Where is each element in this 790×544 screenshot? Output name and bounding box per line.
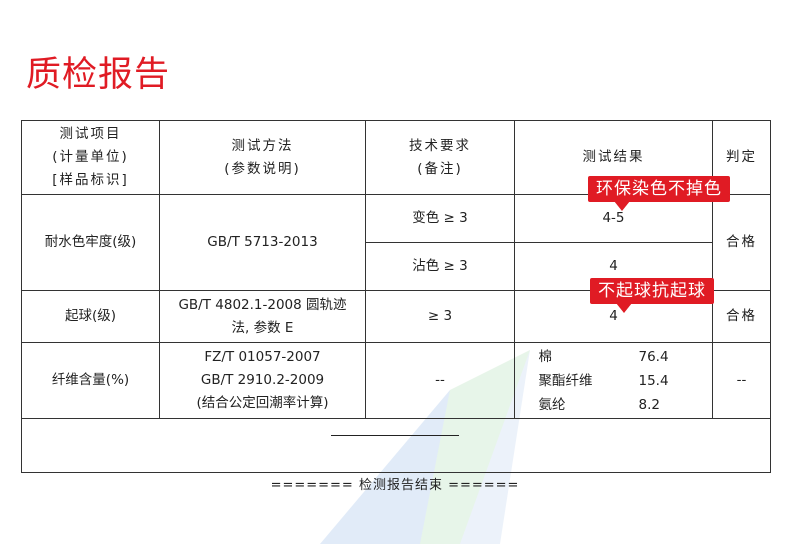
fiber-method-line: FZ/T 01057-2007 [204, 349, 321, 365]
fiber-value: 76.4 [638, 348, 669, 365]
fiber-requirement: -- [365, 342, 515, 419]
quality-report-table: 测试项目 (计量单位) [样品标识] 测试方法 (参数说明) 技术要求 (备注)… [21, 120, 771, 473]
pilling-item: 起球(级) [21, 290, 160, 343]
header-requirement: 技术要求 (备注) [365, 120, 515, 195]
fiber-name: 聚酯纤维 [538, 372, 593, 389]
pilling-method-line: GB/T 4802.1-2008 圆轨迹 [178, 296, 347, 313]
colorfastness-judgement: 合格 [712, 194, 771, 291]
colorfastness-discoloration-requirement: 变色 ≥ 3 [365, 194, 515, 243]
colorfastness-item: 耐水色牢度(级) [21, 194, 160, 291]
fiber-results-list: 棉 76.4 聚酯纤维 15.4 氨纶 8.2 [539, 345, 689, 417]
fiber-judgement: -- [712, 342, 771, 419]
signature-row [21, 418, 771, 473]
fiber-method-line: GB/T 2910.2-2009 [200, 372, 325, 388]
header-item-line: [样品标识] [52, 172, 129, 188]
report-end-footer: ======= 检测报告结束 ====== [270, 478, 520, 493]
colorfastness-method: GB/T 5713-2013 [159, 194, 366, 291]
header-item-line: (计量单位) [52, 149, 129, 165]
table-row: 纤维含量(%) FZ/T 01057-2007 GB/T 2910.2-2009… [21, 342, 771, 419]
list-item: 氨纶 8.2 [539, 393, 689, 417]
page-title: 质检报告 [26, 55, 171, 95]
header-requirement-line: (备注) [417, 160, 463, 177]
fiber-item: 纤维含量(%) [21, 342, 160, 419]
pilling-method-line: 法, 参数 E [231, 319, 294, 336]
fiber-value: 8.2 [638, 396, 660, 413]
header-method-line: 测试方法 [231, 137, 294, 154]
fiber-method: FZ/T 01057-2007 GB/T 2910.2-2009 (结合公定回潮… [159, 342, 366, 419]
fiber-name: 氨纶 [538, 396, 566, 413]
fiber-name: 棉 [538, 348, 553, 365]
fiber-value: 15.4 [638, 372, 669, 389]
header-item-line: 测试项目 [59, 126, 122, 142]
signature-cell [21, 418, 771, 473]
list-item: 棉 76.4 [539, 345, 689, 369]
header-method-line: (参数说明) [224, 160, 301, 177]
fiber-results: 棉 76.4 聚酯纤维 15.4 氨纶 8.2 [514, 342, 713, 419]
callout-anti-pilling: 不起球抗起球 [590, 278, 714, 313]
signature-line [331, 435, 459, 436]
pilling-method: GB/T 4802.1-2008 圆轨迹 法, 参数 E [159, 290, 366, 343]
colorfastness-staining-requirement: 沾色 ≥ 3 [365, 242, 515, 291]
header-method: 测试方法 (参数说明) [159, 120, 366, 195]
pilling-judgement: 合格 [712, 290, 771, 343]
table-header-row: 测试项目 (计量单位) [样品标识] 测试方法 (参数说明) 技术要求 (备注)… [21, 120, 771, 195]
callout-eco-dye: 环保染色不掉色 [588, 176, 730, 211]
header-requirement-line: 技术要求 [409, 137, 471, 154]
list-item: 聚酯纤维 15.4 [539, 369, 689, 393]
fiber-method-line: (结合公定回潮率计算) [196, 395, 329, 411]
pilling-requirement: ≥ 3 [365, 290, 515, 343]
header-item: 测试项目 (计量单位) [样品标识] [21, 120, 160, 195]
